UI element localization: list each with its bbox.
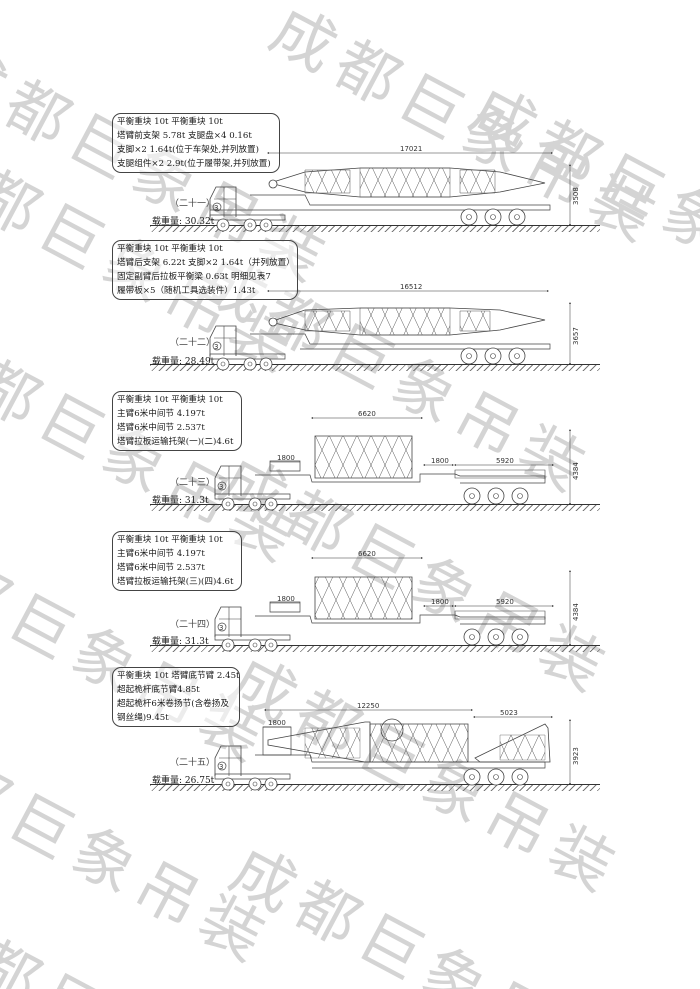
callout-line: 塔臂拉板运输托架(三)(四)4.6t xyxy=(117,577,234,587)
load-value: 31.3t xyxy=(184,496,209,506)
callout-line: 履带板×5（随机工具选装件）1.43t xyxy=(117,286,256,296)
load-value: 26.75t xyxy=(184,776,215,786)
load-label: 载重量: xyxy=(152,637,183,647)
cargo-callout: 平衡重块 10t 平衡重块 10t 主臂6米中间节 4.197t 塔臂6米中间节… xyxy=(112,531,242,591)
callout-line: 塔臂前支架 5.78t 支腿盘×4 0.16t xyxy=(117,131,252,141)
truck-drawing-21: 17021 3508 xyxy=(209,145,580,232)
dim-height: 3657 xyxy=(572,327,580,345)
dim-height: 3923 xyxy=(572,747,580,765)
load-value: 31.3t xyxy=(184,637,209,647)
dim-rear-length: 5920 xyxy=(496,598,514,606)
callout-line: 主臂6米中间节 4.197t xyxy=(117,409,205,419)
callout-line: 平衡重块 10t 平衡重块 10t xyxy=(117,244,223,254)
truck-drawing-22: 16512 3657 xyxy=(209,283,580,371)
callout-line: 塔臂后支架 6.22t 支脚×2 1.64t（并列放置） xyxy=(117,258,295,268)
callout-line: 支脚×2 1.64t(位于车架处,并列放置) xyxy=(117,145,259,155)
callout-line: 塔臂拉板运输托架(一)(二)4.6t xyxy=(117,437,234,447)
cargo-callout: 平衡重块 10t 平衡重块 10t 塔臂前支架 5.78t 支腿盘×4 0.16… xyxy=(112,113,280,173)
dim-length: 17021 xyxy=(400,145,422,153)
dim-height: 3508 xyxy=(572,187,580,205)
dim-length: 12250 xyxy=(357,702,379,710)
truck-number: 3 xyxy=(214,343,218,351)
sequence-label: （二十二） xyxy=(170,338,216,348)
load-capacity: 载重量: 30.32t xyxy=(152,214,214,227)
callout-line: 平衡重块 10t 平衡重块 10t xyxy=(117,117,223,127)
load-capacity: 载重量: 31.3t xyxy=(152,493,209,506)
truck-drawing-25: 12250 1800 5023 3923 xyxy=(214,702,580,791)
truck-number: 3 xyxy=(214,204,218,212)
callout-line: 平衡重块 10t 平衡重块 10t xyxy=(117,395,223,405)
cargo-callout: 平衡重块 10t 塔臂底节臂 2.45t 超起桅杆底节臂4.85t 超起桅杆6米… xyxy=(112,667,240,727)
ground-hatch xyxy=(150,364,600,371)
load-capacity: 载重量: 26.75t xyxy=(152,773,214,786)
dim-height: 4384 xyxy=(572,462,580,480)
ground-hatch xyxy=(150,784,600,791)
callout-line: 钢丝绳)9.45t xyxy=(117,713,169,723)
truck-drawing-24: 6620 1800 1800 5920 4384 xyxy=(214,550,580,652)
callout-line: 超起桅杆底节臂4.85t xyxy=(117,685,200,695)
sequence-label: （二十三） xyxy=(170,478,216,488)
callout-line: 固定副臂后拉板平衡梁 0.63t 明细见表7 xyxy=(117,272,271,282)
load-value: 30.32t xyxy=(184,217,215,227)
truck-drawing-23: 6620 1800 1800 5920 4384 xyxy=(214,410,580,511)
dim-frame-length: 6620 xyxy=(358,410,376,418)
sequence-label: （二十四） xyxy=(170,620,216,630)
load-label: 载重量: xyxy=(152,496,183,506)
callout-line: 平衡重块 10t 平衡重块 10t xyxy=(117,535,223,545)
callout-line: 塔臂6米中间节 2.537t xyxy=(117,423,205,433)
dim-gap: 1800 xyxy=(431,457,449,465)
sequence-label: （二十一） xyxy=(170,199,216,209)
sequence-label: （二十五） xyxy=(170,758,216,768)
dim-rear-length: 5920 xyxy=(496,457,514,465)
dim-front-block: 1800 xyxy=(268,719,286,727)
load-capacity: 载重量: 28.49t xyxy=(152,354,214,367)
ground-hatch xyxy=(150,504,600,511)
load-value: 28.49t xyxy=(184,357,215,367)
dim-length: 16512 xyxy=(400,283,422,291)
cargo-callout: 平衡重块 10t 平衡重块 10t 主臂6米中间节 4.197t 塔臂6米中间节… xyxy=(112,391,242,451)
ground-hatch xyxy=(150,645,600,652)
dim-rear-length: 5023 xyxy=(500,709,518,717)
load-label: 载重量: xyxy=(152,217,183,227)
truck-number: 3 xyxy=(219,624,223,632)
ground-hatch xyxy=(150,225,600,232)
dim-front-block: 1800 xyxy=(277,595,295,603)
load-capacity: 载重量: 31.3t xyxy=(152,634,209,647)
dim-height: 4384 xyxy=(572,603,580,621)
callout-line: 支腿组件×2 2.9t(位于履带架,并列放置) xyxy=(117,159,271,169)
dim-front-block: 1800 xyxy=(277,454,295,462)
truck-number: 3 xyxy=(219,763,223,771)
callout-line: 平衡重块 10t 塔臂底节臂 2.45t xyxy=(117,671,240,681)
truck-number: 3 xyxy=(219,483,223,491)
callout-line: 塔臂6米中间节 2.537t xyxy=(117,563,205,573)
callout-line: 主臂6米中间节 4.197t xyxy=(117,549,205,559)
load-label: 载重量: xyxy=(152,776,183,786)
callout-line: 超起桅杆6米卷扬节(含卷扬及 xyxy=(117,699,229,709)
dim-frame-length: 6620 xyxy=(358,550,376,558)
dim-gap: 1800 xyxy=(431,598,449,606)
load-label: 载重量: xyxy=(152,357,183,367)
